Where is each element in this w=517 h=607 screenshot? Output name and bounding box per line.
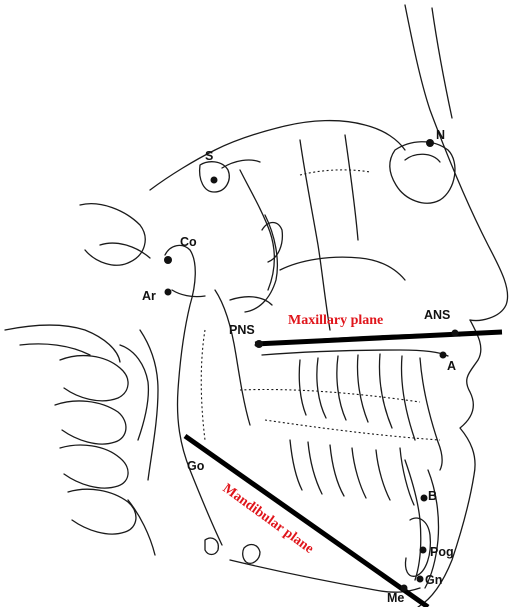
point-B	[421, 495, 428, 502]
point-ANS	[452, 330, 459, 337]
maxillary-plane-label: Maxillary plane	[288, 313, 383, 328]
label-Go: Go	[187, 459, 205, 473]
point-S	[211, 177, 218, 184]
label-Ar: Ar	[142, 289, 156, 303]
point-PNS	[255, 340, 263, 348]
label-PNS: PNS	[229, 323, 255, 337]
label-Gn: Gn	[425, 573, 442, 587]
point-A	[440, 352, 447, 359]
label-Me: Me	[387, 591, 404, 605]
label-S: S	[205, 149, 213, 163]
label-B: B	[428, 489, 437, 503]
point-Co	[164, 256, 172, 264]
label-ANS: ANS	[424, 308, 450, 322]
maxillary-plane-line	[255, 332, 502, 344]
point-N	[426, 139, 434, 147]
label-Co: Co	[180, 235, 197, 249]
point-Gn	[417, 576, 424, 583]
reference-planes	[185, 332, 502, 607]
label-Pog: Pog	[430, 545, 454, 559]
label-N: N	[436, 128, 445, 142]
point-Ar	[165, 289, 172, 296]
label-A: A	[447, 359, 456, 373]
mandibular-plane-line	[185, 436, 428, 607]
point-Pog	[420, 547, 427, 554]
